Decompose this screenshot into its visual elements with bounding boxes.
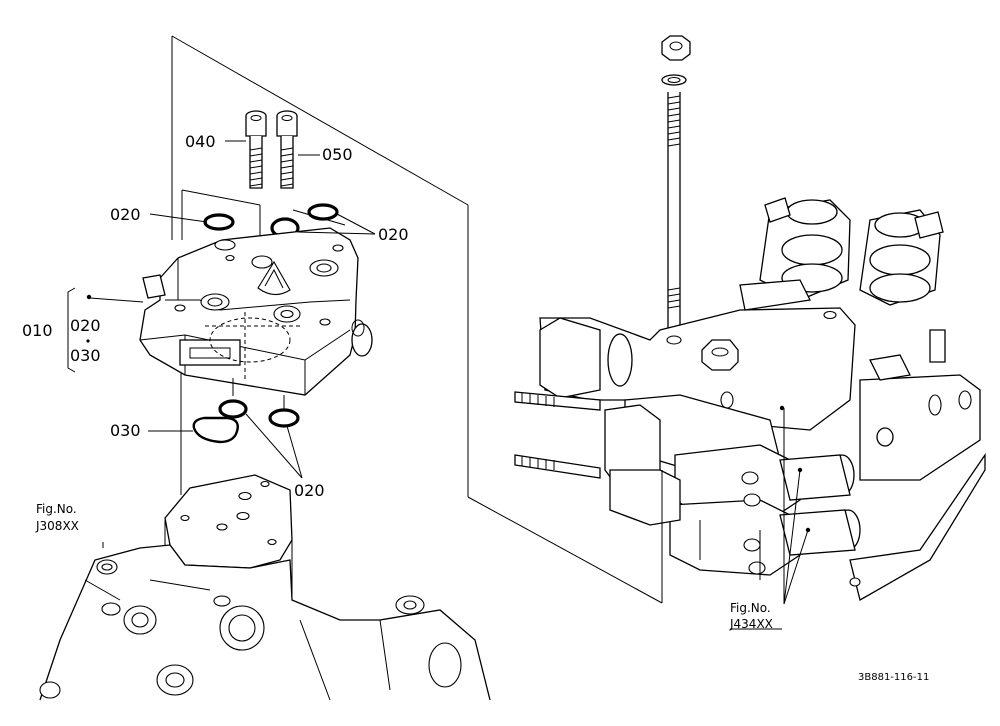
label-020-left: 020 (110, 205, 141, 224)
drawing-code: 3B881-116-11 (858, 672, 929, 683)
label-010-sub-020: 020 (70, 316, 101, 335)
leader-lines (89, 140, 809, 630)
label-040: 040 (185, 132, 216, 151)
label-020-bottom: 020 (294, 481, 325, 500)
hydraulic-assembly (514, 197, 986, 603)
bracket-010 (67, 287, 76, 373)
label-010-sub-030: 030 (70, 346, 101, 365)
label-050: 050 (322, 145, 353, 164)
fig-ref-right-caption: Fig.No. (730, 601, 771, 615)
fig-ref-right-code: J434XX (729, 617, 773, 631)
label-010: 010 (22, 321, 53, 340)
label-020-right: 020 (378, 225, 409, 244)
bolt-040 (245, 110, 267, 189)
tie-rod (661, 35, 691, 341)
bolt-050 (276, 110, 298, 189)
fig-ref-left-code: J308XX (35, 519, 79, 533)
base-casting (39, 474, 491, 701)
callout-dots (86, 294, 811, 533)
valve-block (139, 227, 373, 396)
seals-bottom (192, 378, 300, 444)
label-030: 030 (110, 421, 141, 440)
fig-ref-left-caption: Fig.No. (36, 502, 77, 516)
explosion-guide-lines (171, 35, 663, 604)
